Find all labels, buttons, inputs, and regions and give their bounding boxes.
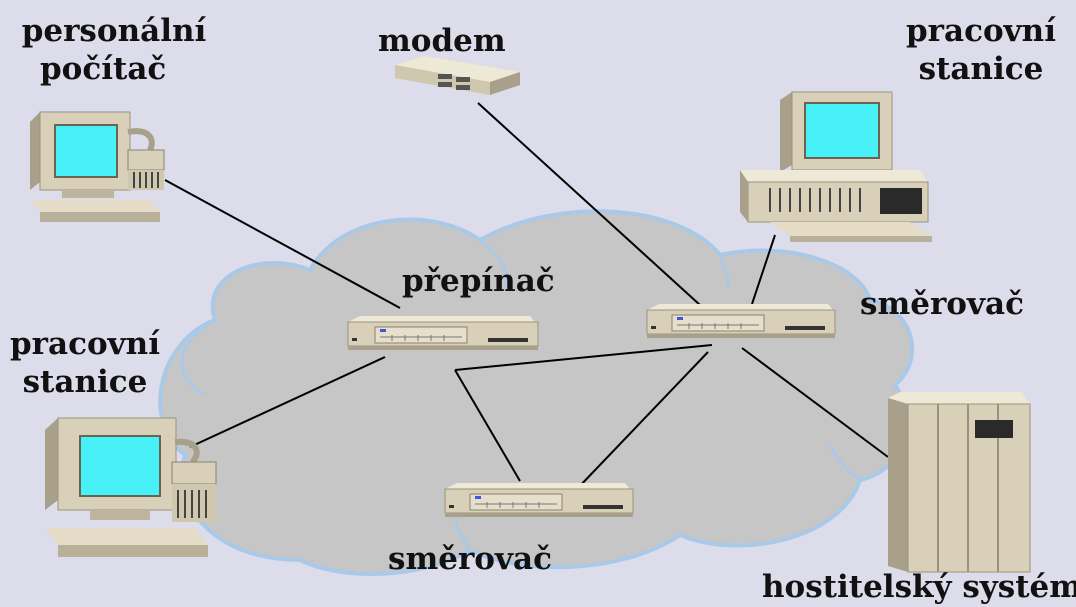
router-bottom-icon [444,483,634,517]
link-modem-router [477,102,701,306]
router-right-icon [646,304,836,338]
workstation-left-icon [45,417,217,557]
network-cloud [158,209,915,576]
switch-icon [347,316,539,350]
link-router-right-router-bottom [575,351,709,491]
modem-icon [395,56,520,95]
personal-computer-label: personální počítač [8,12,220,88]
network-links [164,102,889,491]
workstation-top-label: pracovní stanice [900,12,1062,88]
switch-label: přepínač [402,263,555,299]
workstation-top-label-line2: stanice [918,51,1044,87]
link-router-host [741,347,889,458]
link-workstation-router [751,234,776,305]
personal-computer-label-line2: počítač [40,51,167,87]
link-pc-switch [164,179,401,309]
workstation-left-label: pracovní stanice [4,325,166,401]
link-switch-router-right [454,344,713,371]
host-system-label: hostitelský systém [762,569,1076,605]
router-bottom-label: směrovač [388,541,552,577]
workstation-left-label-line2: stanice [22,364,148,400]
modem-label: modem [378,23,506,59]
personal-computer-icon [30,111,165,222]
link-switch-workstation-left [189,356,386,448]
workstation-top-right-icon [740,91,932,242]
link-switch-router-bottom [454,369,521,482]
router-right-label: směrovač [860,286,1024,322]
host-system-icon [888,392,1031,573]
workstation-top-label-line1: pracovní [906,13,1056,49]
workstation-left-label-line1: pracovní [10,326,160,362]
personal-computer-label-line1: personální [21,13,207,49]
